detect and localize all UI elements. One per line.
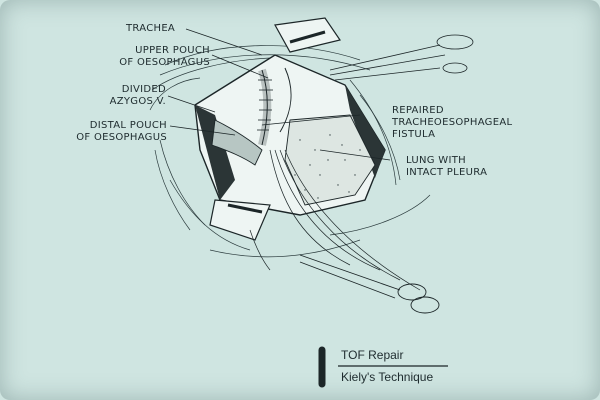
caption-subtitle: Kiely's Technique xyxy=(341,370,434,384)
lower-forceps xyxy=(299,254,440,314)
distal-pouch xyxy=(211,119,263,166)
label-distal-pouch: DISTAL POUCH OF OESOPHAGUS xyxy=(76,120,167,143)
retractor-top xyxy=(274,17,341,53)
chest-wall-fibres xyxy=(149,45,431,258)
trachea-rings xyxy=(257,79,273,131)
label-upper-pouch: UPPER POUCH OF OESOPHAGUS xyxy=(119,45,210,68)
retractor-bottom-bar xyxy=(227,203,263,214)
leader-lines xyxy=(167,28,391,161)
trachea-outline xyxy=(261,69,268,146)
upper-pouch-outline xyxy=(279,67,292,133)
shadow-right xyxy=(345,85,385,178)
shadow-left xyxy=(195,105,235,200)
label-fistula: REPAIRED TRACHEOESOPHAGEAL FISTULA xyxy=(392,105,513,140)
caption-title: TOF Repair xyxy=(341,348,404,362)
label-azygos: DIVIDED AZYGOS V. xyxy=(109,84,166,107)
label-lung: LUNG WITH INTACT PLEURA xyxy=(406,155,488,178)
label-trachea: TRACHEA xyxy=(126,23,176,34)
lung xyxy=(284,114,376,206)
lower-sutures xyxy=(249,149,421,291)
lung-stipple xyxy=(294,134,361,199)
retractor-top-bar xyxy=(289,30,326,44)
upper-forceps xyxy=(329,34,474,81)
